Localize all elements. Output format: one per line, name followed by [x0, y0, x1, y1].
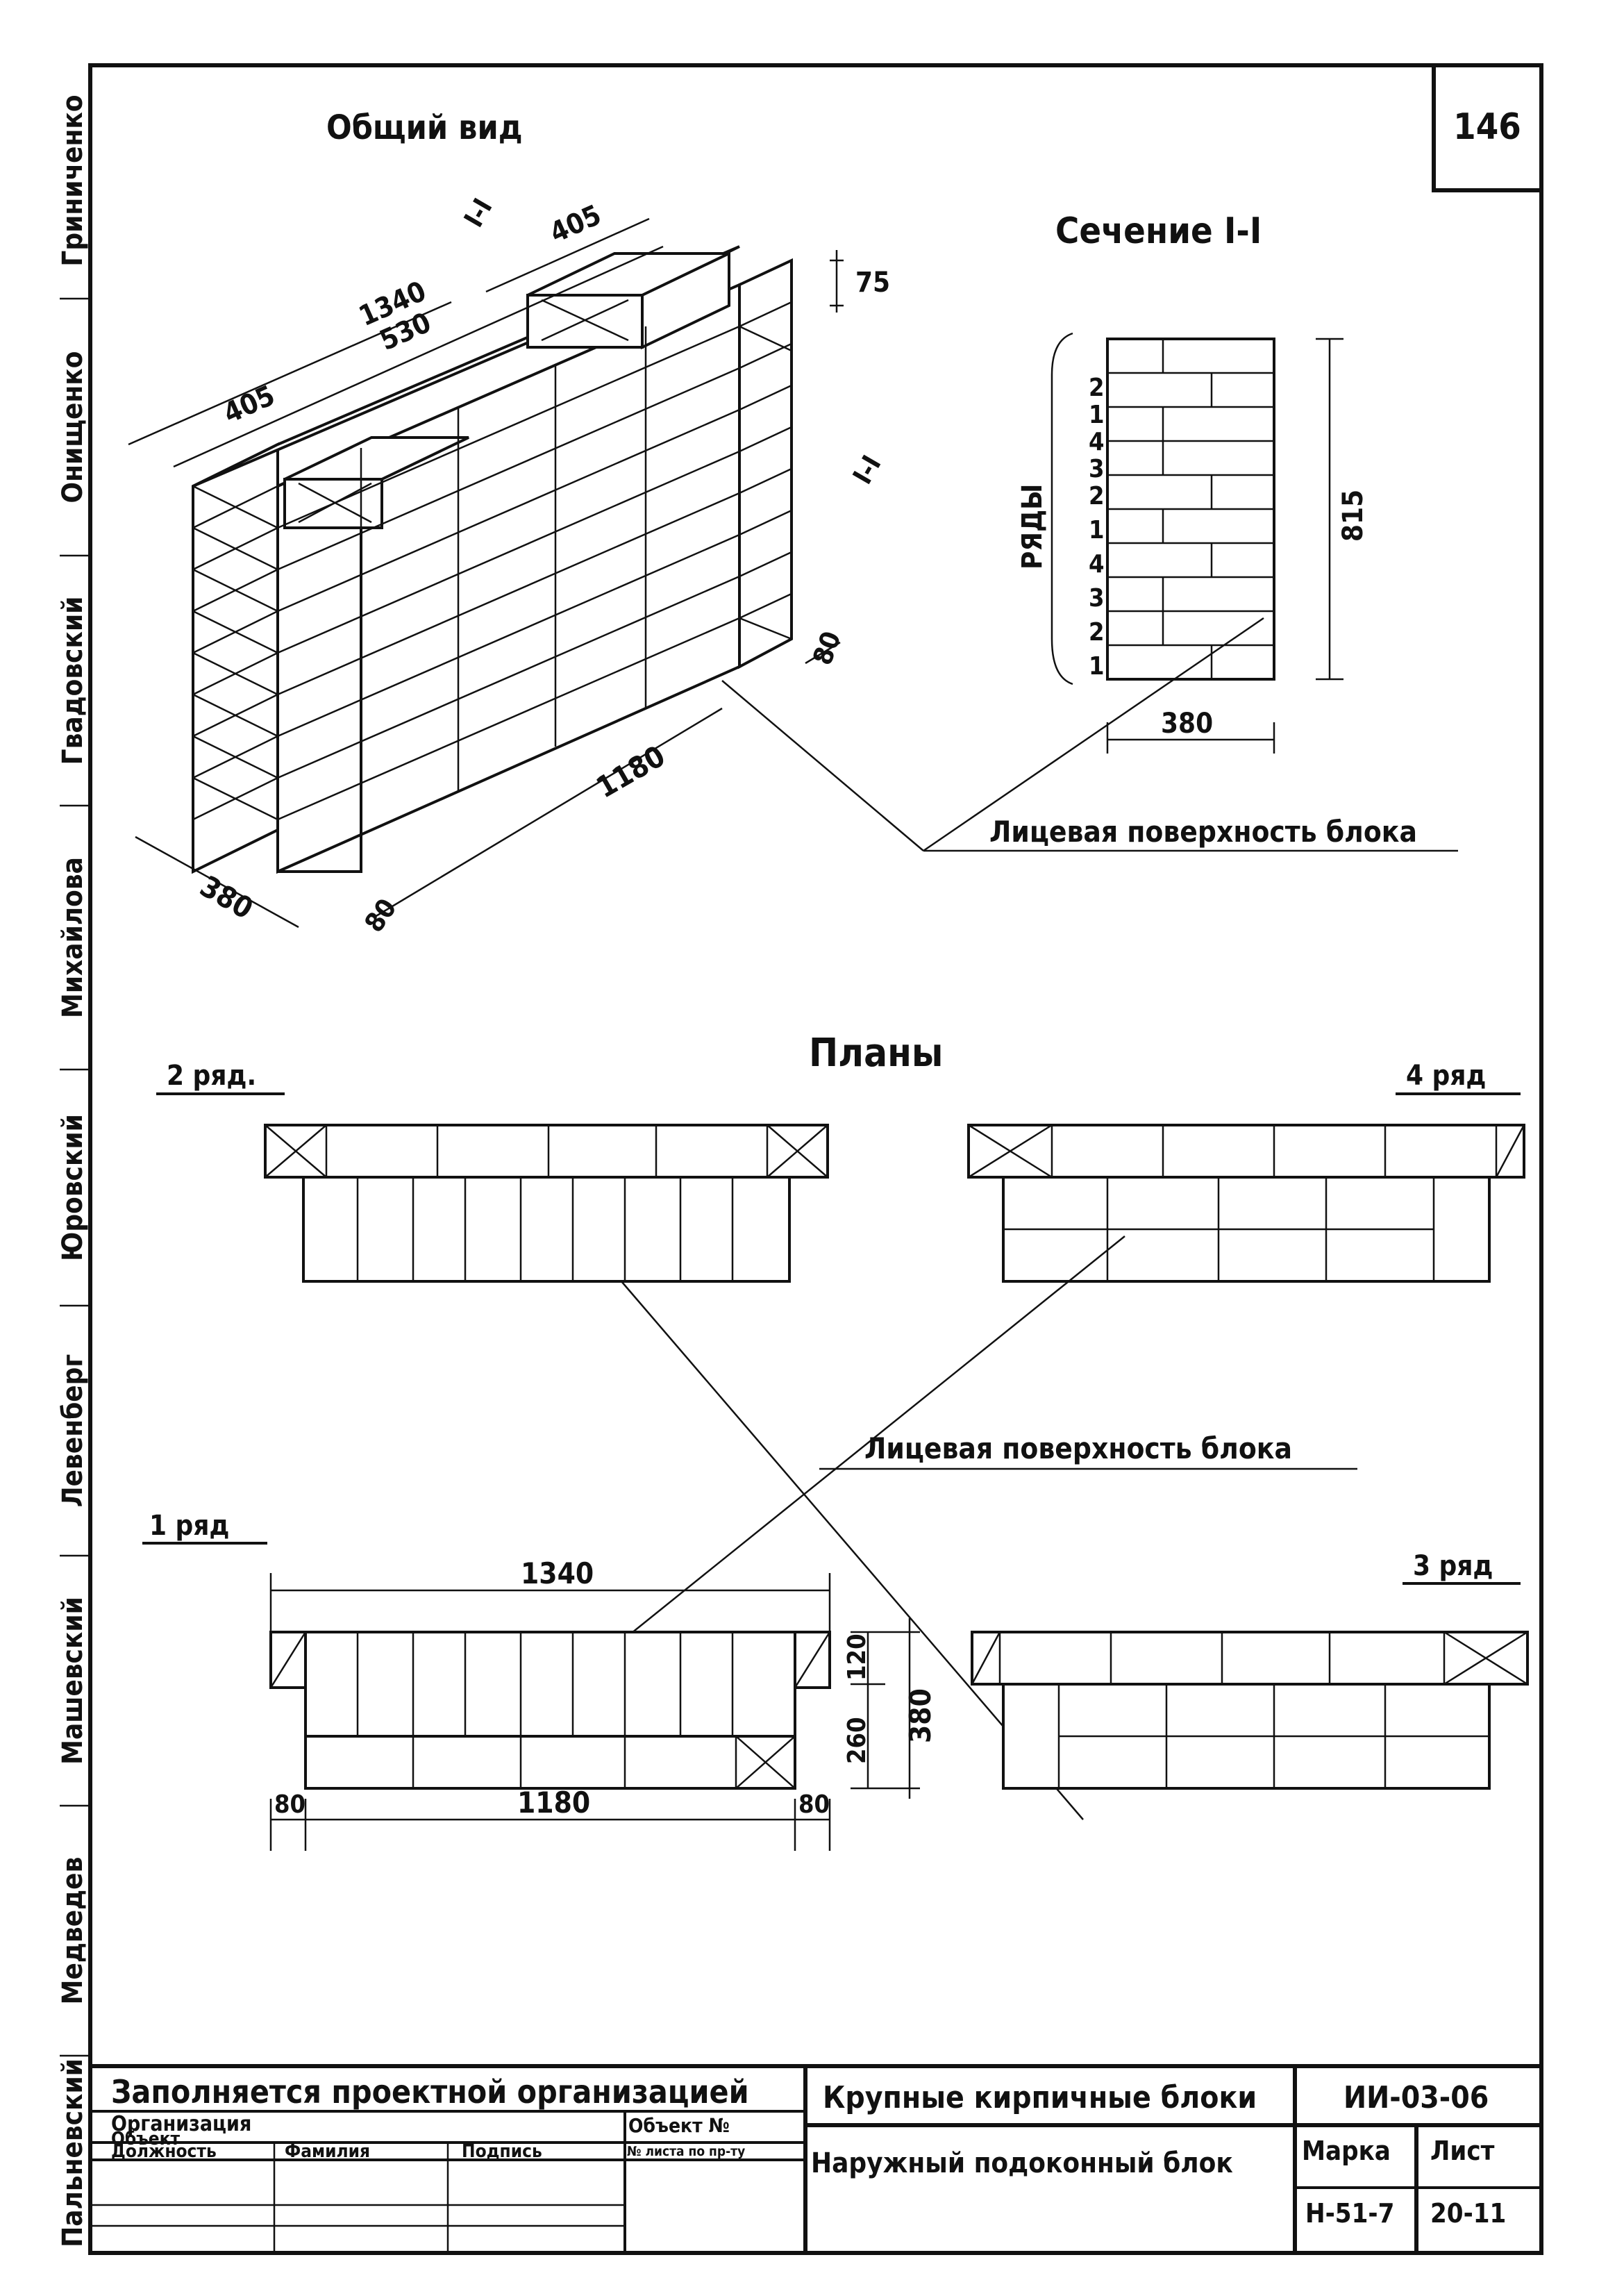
plan-dim-260: 260	[843, 1717, 871, 1764]
sheet-border	[88, 63, 1543, 2255]
title-sheet-value: 20-11	[1430, 2198, 1506, 2229]
dim-380-iso: 380	[194, 869, 259, 926]
title-block	[90, 2064, 1541, 2253]
dim-75: 75	[855, 267, 890, 299]
cut-mark-top: I-I	[458, 193, 499, 232]
dim-80-bottom: 80	[358, 893, 402, 938]
svg-text:4: 4	[1089, 550, 1105, 579]
title-surname: Фамилия	[285, 2141, 370, 2162]
sidebar-name: Гриниченко	[57, 94, 89, 266]
sidebar-name: Машевский	[57, 1597, 89, 1765]
plan-dim-380: 380	[903, 1688, 937, 1743]
row2-label: 2 ряд.	[167, 1060, 256, 1092]
plan-dim-120: 120	[843, 1633, 871, 1681]
title-organization: Организация	[111, 2112, 251, 2136]
sidebar-name: Гвадовский	[57, 597, 89, 765]
title-sheet-no-label: № листа по пр-ту	[627, 2144, 745, 2159]
plan-dim-left-80: 80	[274, 1790, 305, 1819]
sidebar-name: Юровский	[57, 1114, 89, 1261]
sheet-number: 146	[1453, 106, 1521, 148]
sheet-number-box	[1432, 63, 1543, 192]
sidebar-name: Пальневский	[57, 2058, 89, 2247]
plan-row-1	[269, 1573, 920, 1851]
title-mark-value: Н-51-7	[1305, 2198, 1394, 2229]
section-title: Сечение I-I	[1055, 210, 1262, 252]
title-series: Крупные кирпичные блоки	[823, 2080, 1257, 2115]
title-series-code: ИИ-03-06	[1343, 2080, 1489, 2115]
title-drawing: Наружный подоконный блок	[811, 2147, 1233, 2179]
plan-dim-inner: 1180	[517, 1786, 590, 1820]
isometric-block	[192, 245, 793, 874]
face-label-plans: Лицевая поверхность блока	[864, 1431, 1292, 1465]
section-height: 815	[1337, 490, 1369, 542]
svg-text:3: 3	[1089, 584, 1105, 613]
title-object: Объект	[111, 2129, 181, 2149]
sidebar-name: Медведев	[57, 1857, 89, 2005]
svg-text:1: 1	[1089, 401, 1105, 429]
row1-label: 1 ряд	[149, 1510, 230, 1542]
plans-title: Планы	[809, 1031, 943, 1076]
sidebar-name: Левенберг	[57, 1354, 89, 1507]
section-row-numbers: 2 1 4 3 2 1 4 3 2 1	[1089, 374, 1105, 681]
svg-text:2: 2	[1089, 374, 1105, 402]
svg-text:1: 1	[1089, 516, 1105, 544]
svg-text:2: 2	[1089, 618, 1105, 647]
row3-label: 3 ряд	[1413, 1550, 1493, 1582]
title-filled-by: Заполняется проектной организацией	[111, 2073, 749, 2111]
sidebar-names: Гриниченко Онищенко Гвадовский Михайлова…	[57, 94, 90, 2247]
dim-80-right: 80	[807, 627, 847, 669]
cut-mark-right: I-I	[847, 450, 887, 489]
svg-text:2: 2	[1089, 482, 1105, 510]
section-rows-label: РЯДЫ	[1016, 484, 1048, 569]
svg-text:3: 3	[1089, 455, 1105, 483]
title-position: Должность	[111, 2141, 217, 2162]
title-mark-label: Марка	[1302, 2136, 1391, 2166]
title-object-no: Объект №	[628, 2114, 730, 2137]
face-label-top: Лицевая поверхность блока	[989, 815, 1417, 849]
sidebar-name: Онищенко	[57, 351, 89, 504]
general-view-title: Общий вид	[326, 108, 523, 147]
plan-row-3	[971, 1631, 1529, 1790]
dim-1180: 1180	[591, 739, 671, 805]
title-sheet-label: Лист	[1430, 2136, 1495, 2166]
svg-text:4: 4	[1089, 428, 1105, 456]
section-width: 380	[1161, 708, 1213, 740]
sidebar-name: Михайлова	[57, 857, 89, 1018]
plan-row-4	[967, 1124, 1525, 1283]
row4-label: 4 ряд	[1406, 1060, 1487, 1092]
svg-text:1: 1	[1089, 652, 1105, 681]
plan-dim-right-80: 80	[798, 1790, 830, 1819]
plan-dim-total: 1340	[521, 1556, 594, 1590]
plan-row-2	[264, 1124, 829, 1283]
title-signature: Подпись	[462, 2141, 542, 2162]
section-drawing	[1050, 332, 1343, 754]
